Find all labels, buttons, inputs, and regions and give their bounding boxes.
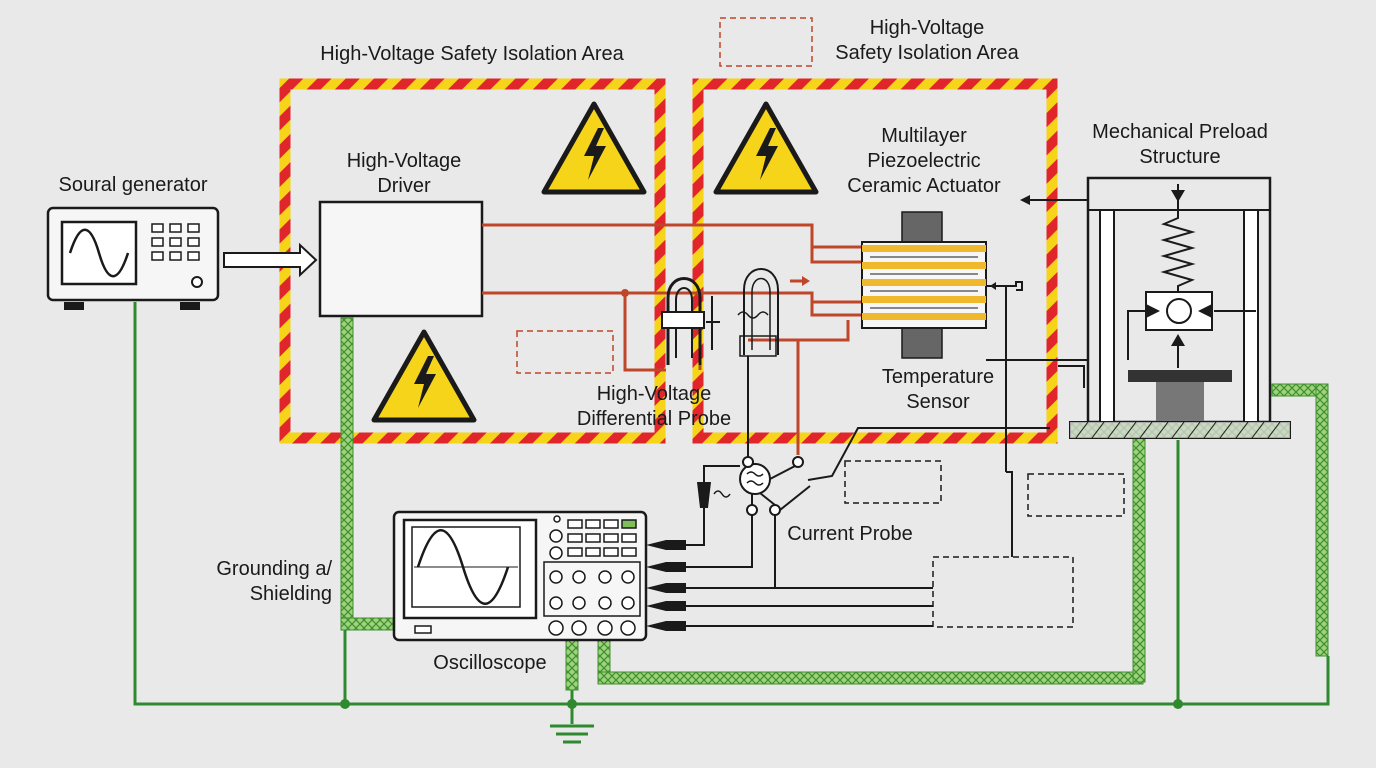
placeholder-box-3 <box>932 556 1074 628</box>
current-probe-label: Current Probe <box>787 523 913 545</box>
placeholder-box-2 <box>1027 473 1125 517</box>
preload-label-2: Structure <box>1139 146 1220 168</box>
mechanical-preload-structure <box>986 176 1291 439</box>
diff-probe-label-2: Differential Probe <box>577 408 731 430</box>
hv-driver-label-2: Driver <box>377 175 431 197</box>
actuator-label-2: Piezoelectric <box>867 150 980 172</box>
probe-inputs <box>646 471 1013 631</box>
grounding-label-2: Shielding <box>250 583 332 605</box>
preload-label-1: Mechanical Preload <box>1092 121 1268 143</box>
signal-generator <box>46 206 220 310</box>
hv-driver-label-1: High-Voltage <box>347 150 462 172</box>
diff-probe-label-1: High-Voltage <box>597 383 712 405</box>
isolation-area-right <box>692 78 1058 444</box>
ground-symbol-icon <box>550 724 594 744</box>
grounding-label-1: Grounding a/ <box>216 558 332 580</box>
oscilloscope <box>392 510 648 642</box>
isolation-area-label: High-Voltage Safety Isolation Area <box>320 43 624 65</box>
ground-bus <box>133 302 1330 724</box>
high-voltage-warning-icon <box>544 104 644 192</box>
actuator-label-1: Multilayer <box>881 125 967 147</box>
isolation-legend-label-1: High-Voltage <box>870 17 985 39</box>
actuator-label-3: Ceramic Actuator <box>847 175 1001 197</box>
isolation-legend-label-2: Safety Isolation Area <box>835 42 1019 64</box>
high-voltage-warning-icon <box>374 332 474 420</box>
oscilloscope-label: Oscilloscope <box>433 652 546 674</box>
legend-dashed-box <box>719 17 813 67</box>
sine-wave-icon <box>68 228 130 278</box>
placeholder-box-1 <box>844 460 942 504</box>
differential-probe <box>661 268 779 455</box>
temperature-sensor-label-1: Temperature <box>882 366 994 388</box>
high-voltage-warning-icon <box>716 104 816 192</box>
placeholder-box-red <box>516 330 614 374</box>
piezo-actuator <box>861 211 1023 472</box>
current-probe <box>697 455 811 522</box>
temperature-sensor-label-2: Sensor <box>906 391 970 413</box>
shield-cables <box>340 317 1329 691</box>
temperature-sensor-lead <box>807 427 1050 481</box>
signal-generator-label: Soural generator <box>59 174 208 196</box>
sine-wave-icon <box>416 529 510 605</box>
high-voltage-driver <box>318 200 484 318</box>
signal-arrow <box>223 242 318 278</box>
